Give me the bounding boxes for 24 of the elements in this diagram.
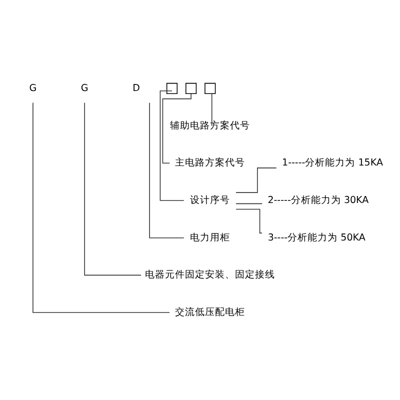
connector <box>84 102 142 276</box>
connector <box>160 90 184 200</box>
node-text: 电力用柜 <box>190 232 230 243</box>
node-text: 3----分析能力为 50KA <box>268 232 366 243</box>
node-text: 辅助电路方案代号 <box>170 120 250 131</box>
node-text: G <box>29 82 37 94</box>
connector <box>211 93 212 126</box>
node-box <box>186 82 197 94</box>
node-box <box>204 82 216 94</box>
connector <box>162 93 192 164</box>
node-text: 主电路方案代号 <box>175 157 246 168</box>
node-text: 设计序号 <box>190 194 230 206</box>
connector <box>149 102 184 238</box>
node-text: 交流低压配电柜 <box>175 306 246 318</box>
connector <box>32 102 170 312</box>
node-text: 电器元件固定安装、固定接线 <box>145 269 276 280</box>
connector <box>236 202 263 204</box>
connector <box>236 208 262 233</box>
node-text: G <box>80 82 88 94</box>
node-text: 1-----分析能力为 15KA <box>282 157 383 168</box>
connector <box>236 167 277 192</box>
node-text: 2-----分析能力为 30KA <box>268 194 369 206</box>
node-box <box>166 82 178 94</box>
node-text: D <box>132 82 140 94</box>
